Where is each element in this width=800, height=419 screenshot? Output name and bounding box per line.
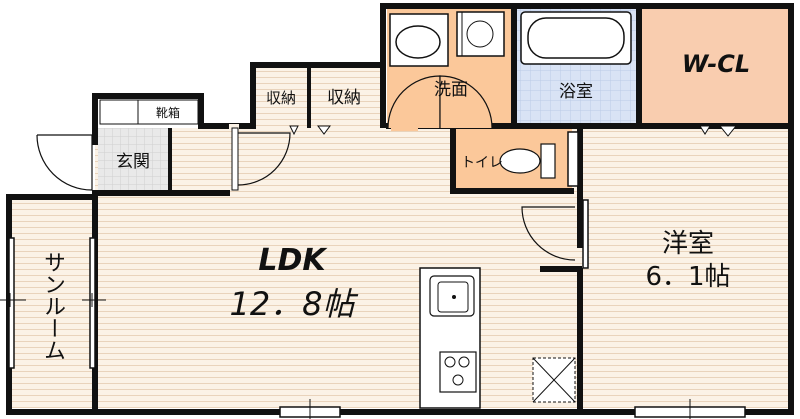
entrance-label: 玄関 — [116, 152, 150, 172]
walk-in-closet-label: W-CL — [682, 50, 750, 78]
western-room-size: 6．1帖 — [645, 262, 730, 292]
ldk-label: LDK — [258, 243, 328, 278]
western-room-floor — [580, 128, 790, 408]
closet-door-markers — [289, 125, 738, 137]
hall-floor — [168, 128, 230, 193]
kitchen-counter — [419, 267, 481, 409]
storage-2-floor — [309, 67, 381, 128]
storage-1-label: 収納 — [266, 89, 296, 107]
ldk-size: 12．8帖 — [229, 285, 358, 323]
entrance-floor — [98, 128, 168, 193]
fridge-space — [532, 357, 576, 403]
washbasin — [389, 13, 449, 67]
shoe-box-label: 靴箱 — [156, 105, 180, 120]
doors — [36, 75, 576, 261]
toilet-label: トイレ — [461, 155, 503, 171]
storage-1-floor — [254, 67, 309, 128]
shoe-box — [99, 99, 199, 125]
storage-2-label: 収納 — [327, 88, 361, 108]
sunroom-label: サンルーム — [40, 251, 65, 361]
walk-in-closet-floor — [642, 8, 790, 123]
washroom-label: 洗面 — [434, 80, 468, 100]
sunroom-floor — [10, 198, 97, 408]
bathtub — [520, 11, 632, 65]
washing-machine — [456, 11, 505, 57]
western-room-label: 洋室 — [662, 229, 714, 259]
bathroom-label: 浴室 — [559, 82, 593, 102]
toilet-fixture — [499, 143, 556, 179]
